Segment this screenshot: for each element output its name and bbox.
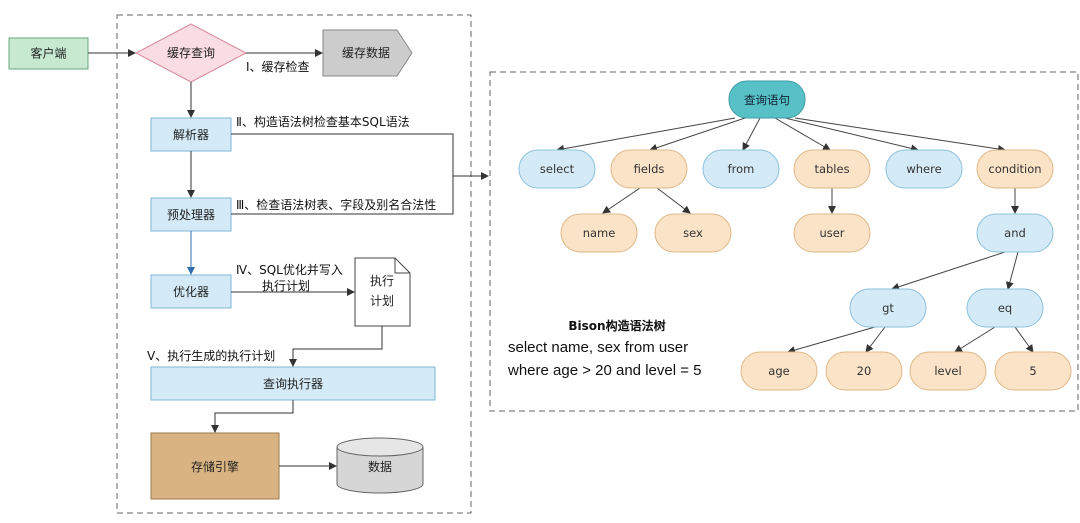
tree-node-where-label: where xyxy=(906,162,941,176)
tree-node-name xyxy=(560,213,638,253)
edge-gt-20 xyxy=(865,326,886,353)
edge-gt-age xyxy=(787,326,876,354)
step-4-label-1: Ⅳ、SQL优化并写入 xyxy=(236,263,343,277)
client-label: 客户端 xyxy=(30,46,66,61)
step-2-label: Ⅱ、构造语法树检查基本SQL语法 xyxy=(236,114,410,129)
parser-to-tree-line xyxy=(231,133,489,180)
exec-plan-document xyxy=(354,257,411,327)
optimizer-label: 优化器 xyxy=(173,285,209,299)
edge-root-where xyxy=(784,117,919,153)
step-1-label: Ⅰ、缓存检查 xyxy=(246,59,310,74)
cache-query-label: 缓存查询 xyxy=(167,46,215,60)
tree-node-where xyxy=(885,149,963,189)
tree-node-20 xyxy=(825,351,903,391)
tree-node-user xyxy=(793,213,871,253)
tree-node-root xyxy=(728,80,806,119)
tree-node-tables xyxy=(793,149,871,189)
storage-engine-label: 存储引擎 xyxy=(191,459,239,474)
edge-fields-name xyxy=(602,187,641,214)
tree-node-tables-label: tables xyxy=(814,162,849,176)
executor-to-storage-arrow xyxy=(211,400,294,433)
tree-node-level xyxy=(909,351,987,391)
tree-node-5 xyxy=(994,351,1072,391)
tree-node-sex xyxy=(654,213,732,253)
tree-node-condition-label: condition xyxy=(988,162,1041,176)
tree-node-select-label: select xyxy=(540,162,575,176)
tree-caption-title: Bison构造语法树 xyxy=(568,318,665,333)
preprocessor-label: 预处理器 xyxy=(167,208,215,222)
edge-eq-5 xyxy=(1014,326,1034,353)
tree-node-20-label: 20 xyxy=(857,364,872,378)
tree-node-age-label: age xyxy=(768,364,789,378)
tree-node-level-label: level xyxy=(934,364,961,378)
syntax-tree-boundary xyxy=(489,71,1079,412)
preprocessor-box xyxy=(150,197,232,232)
tree-caption-sql-line2: where age > 20 and level = 5 xyxy=(507,362,701,379)
parser-box xyxy=(150,117,232,152)
edge-root-select xyxy=(556,117,736,153)
tree-node-user-label: user xyxy=(819,226,844,240)
tree-node-eq-label: eq xyxy=(998,301,1012,315)
tree-node-fields xyxy=(610,149,688,189)
optimizer-box xyxy=(150,274,232,309)
tree-node-root-label: 查询语句 xyxy=(744,93,790,107)
tree-node-5-label: 5 xyxy=(1029,364,1036,378)
query-executor-label: 查询执行器 xyxy=(263,377,323,391)
tree-node-select xyxy=(518,149,596,189)
exec-plan-fold xyxy=(394,258,410,274)
data-label: 数据 xyxy=(368,459,392,474)
exec-plan-label-2: 计划 xyxy=(370,294,394,308)
tree-node-gt-label: gt xyxy=(882,301,894,315)
exec-plan-label-1: 执行 xyxy=(370,274,394,288)
edge-fields-sex xyxy=(656,187,691,214)
storage-engine-box xyxy=(150,432,280,500)
tree-node-eq xyxy=(966,288,1044,328)
data-cylinder xyxy=(336,437,424,494)
edge-root-tables xyxy=(774,117,831,151)
query-executor-box xyxy=(150,366,436,401)
tree-node-age xyxy=(740,351,818,391)
tree-node-sex-label: sex xyxy=(683,226,703,240)
parser-label: 解析器 xyxy=(173,128,209,142)
tree-caption-sql-line1: select name, sex from user xyxy=(508,339,688,356)
tree-node-fields-label: fields xyxy=(634,162,665,176)
edge-eq-level xyxy=(954,326,996,353)
mysql-server-boundary xyxy=(116,14,472,514)
edge-and-gt xyxy=(891,251,1006,291)
step-3-label: Ⅲ、检查语法树表、字段及别名合法性 xyxy=(236,197,436,212)
step-4-label-2: 执行计划 xyxy=(262,279,310,293)
plan-to-executor-arrow xyxy=(289,326,383,367)
tree-node-and xyxy=(976,213,1054,253)
edge-and-eq xyxy=(1005,251,1019,290)
preprocessor-to-tree-line xyxy=(231,176,454,215)
tree-node-gt xyxy=(849,288,927,328)
tree-node-condition xyxy=(976,149,1054,189)
cache-data-label: 缓存数据 xyxy=(342,45,390,60)
edge-root-fields xyxy=(649,117,746,152)
tree-node-and-label: and xyxy=(1004,226,1026,240)
tree-edges xyxy=(556,117,1034,354)
edge-root-from xyxy=(742,117,761,151)
tree-node-from xyxy=(702,149,780,189)
edge-root-condition xyxy=(794,117,1006,153)
tree-node-from-label: from xyxy=(728,162,755,176)
step-5-label: Ⅴ、执行生成的执行计划 xyxy=(147,348,275,363)
tree-node-name-label: name xyxy=(583,226,616,240)
cache-data-shape xyxy=(322,29,413,77)
